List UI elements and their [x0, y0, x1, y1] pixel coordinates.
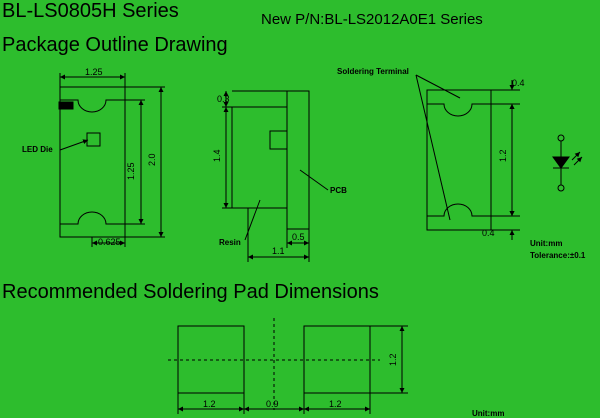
soldering-terminal-label: Soldering Terminal	[337, 67, 409, 76]
side-die	[269, 130, 288, 150]
cathode-terminal	[557, 184, 565, 192]
pad-width-dim: 0.625	[98, 237, 121, 247]
top-width-dim: 1.25	[85, 67, 103, 77]
side-body-dim: 1.4	[212, 149, 222, 162]
resin-label: Resin	[219, 238, 241, 247]
bottom-bottom-terminal	[426, 203, 492, 230]
bottom-mid-dim: 1.2	[498, 149, 508, 162]
side-view	[222, 90, 329, 262]
bottom-view-body	[426, 89, 492, 231]
led-die-label: LED Die	[22, 145, 53, 154]
bottom-view	[415, 74, 520, 240]
pcb-label: PCB	[330, 186, 347, 195]
pads-unit-label: Unit:mm	[472, 409, 504, 418]
pad2-width-dim: 1.2	[329, 399, 342, 409]
pad-gap-dim: 1.25	[126, 162, 136, 180]
resin-body	[231, 106, 288, 209]
pad-right	[303, 325, 371, 394]
side-11-dim: 1.1	[272, 246, 285, 256]
top-view	[58, 73, 165, 247]
package-outline-heading: Package Outline Drawing	[2, 34, 228, 56]
pad-height-dim: 1.2	[388, 353, 398, 366]
led-symbol	[552, 134, 583, 192]
top-pad-outline	[59, 87, 126, 113]
pcb-body	[286, 90, 310, 230]
polarity-mark	[58, 101, 74, 110]
tolerance-label: Tolerance:±0.1	[530, 251, 586, 260]
top-height-dim: 2.0	[147, 153, 157, 166]
bottom-bot-dim: 0.4	[482, 228, 495, 238]
bottom-top-dim: 0.4	[512, 78, 525, 88]
side-05-dim: 0.5	[292, 232, 305, 242]
pad-gap-width-dim: 0.9	[266, 399, 279, 409]
soldering-pad-heading: Recommended Soldering Pad Dimensions	[2, 281, 379, 303]
led-die	[86, 132, 101, 147]
bottom-top-terminal	[426, 90, 492, 117]
new-part-number: New P/N:BL-LS2012A0E1 Series	[261, 11, 483, 28]
unit-label: Unit:mm	[530, 239, 562, 248]
side-top-dim: 0.3	[217, 94, 230, 104]
diode-triangle	[552, 156, 570, 169]
soldering-pads	[168, 318, 408, 414]
pad-left	[177, 325, 245, 394]
pad1-width-dim: 1.2	[203, 399, 216, 409]
anode-terminal	[557, 134, 565, 142]
bottom-pad-outline	[59, 211, 126, 237]
series-title: BL-LS0805H Series	[2, 0, 179, 22]
